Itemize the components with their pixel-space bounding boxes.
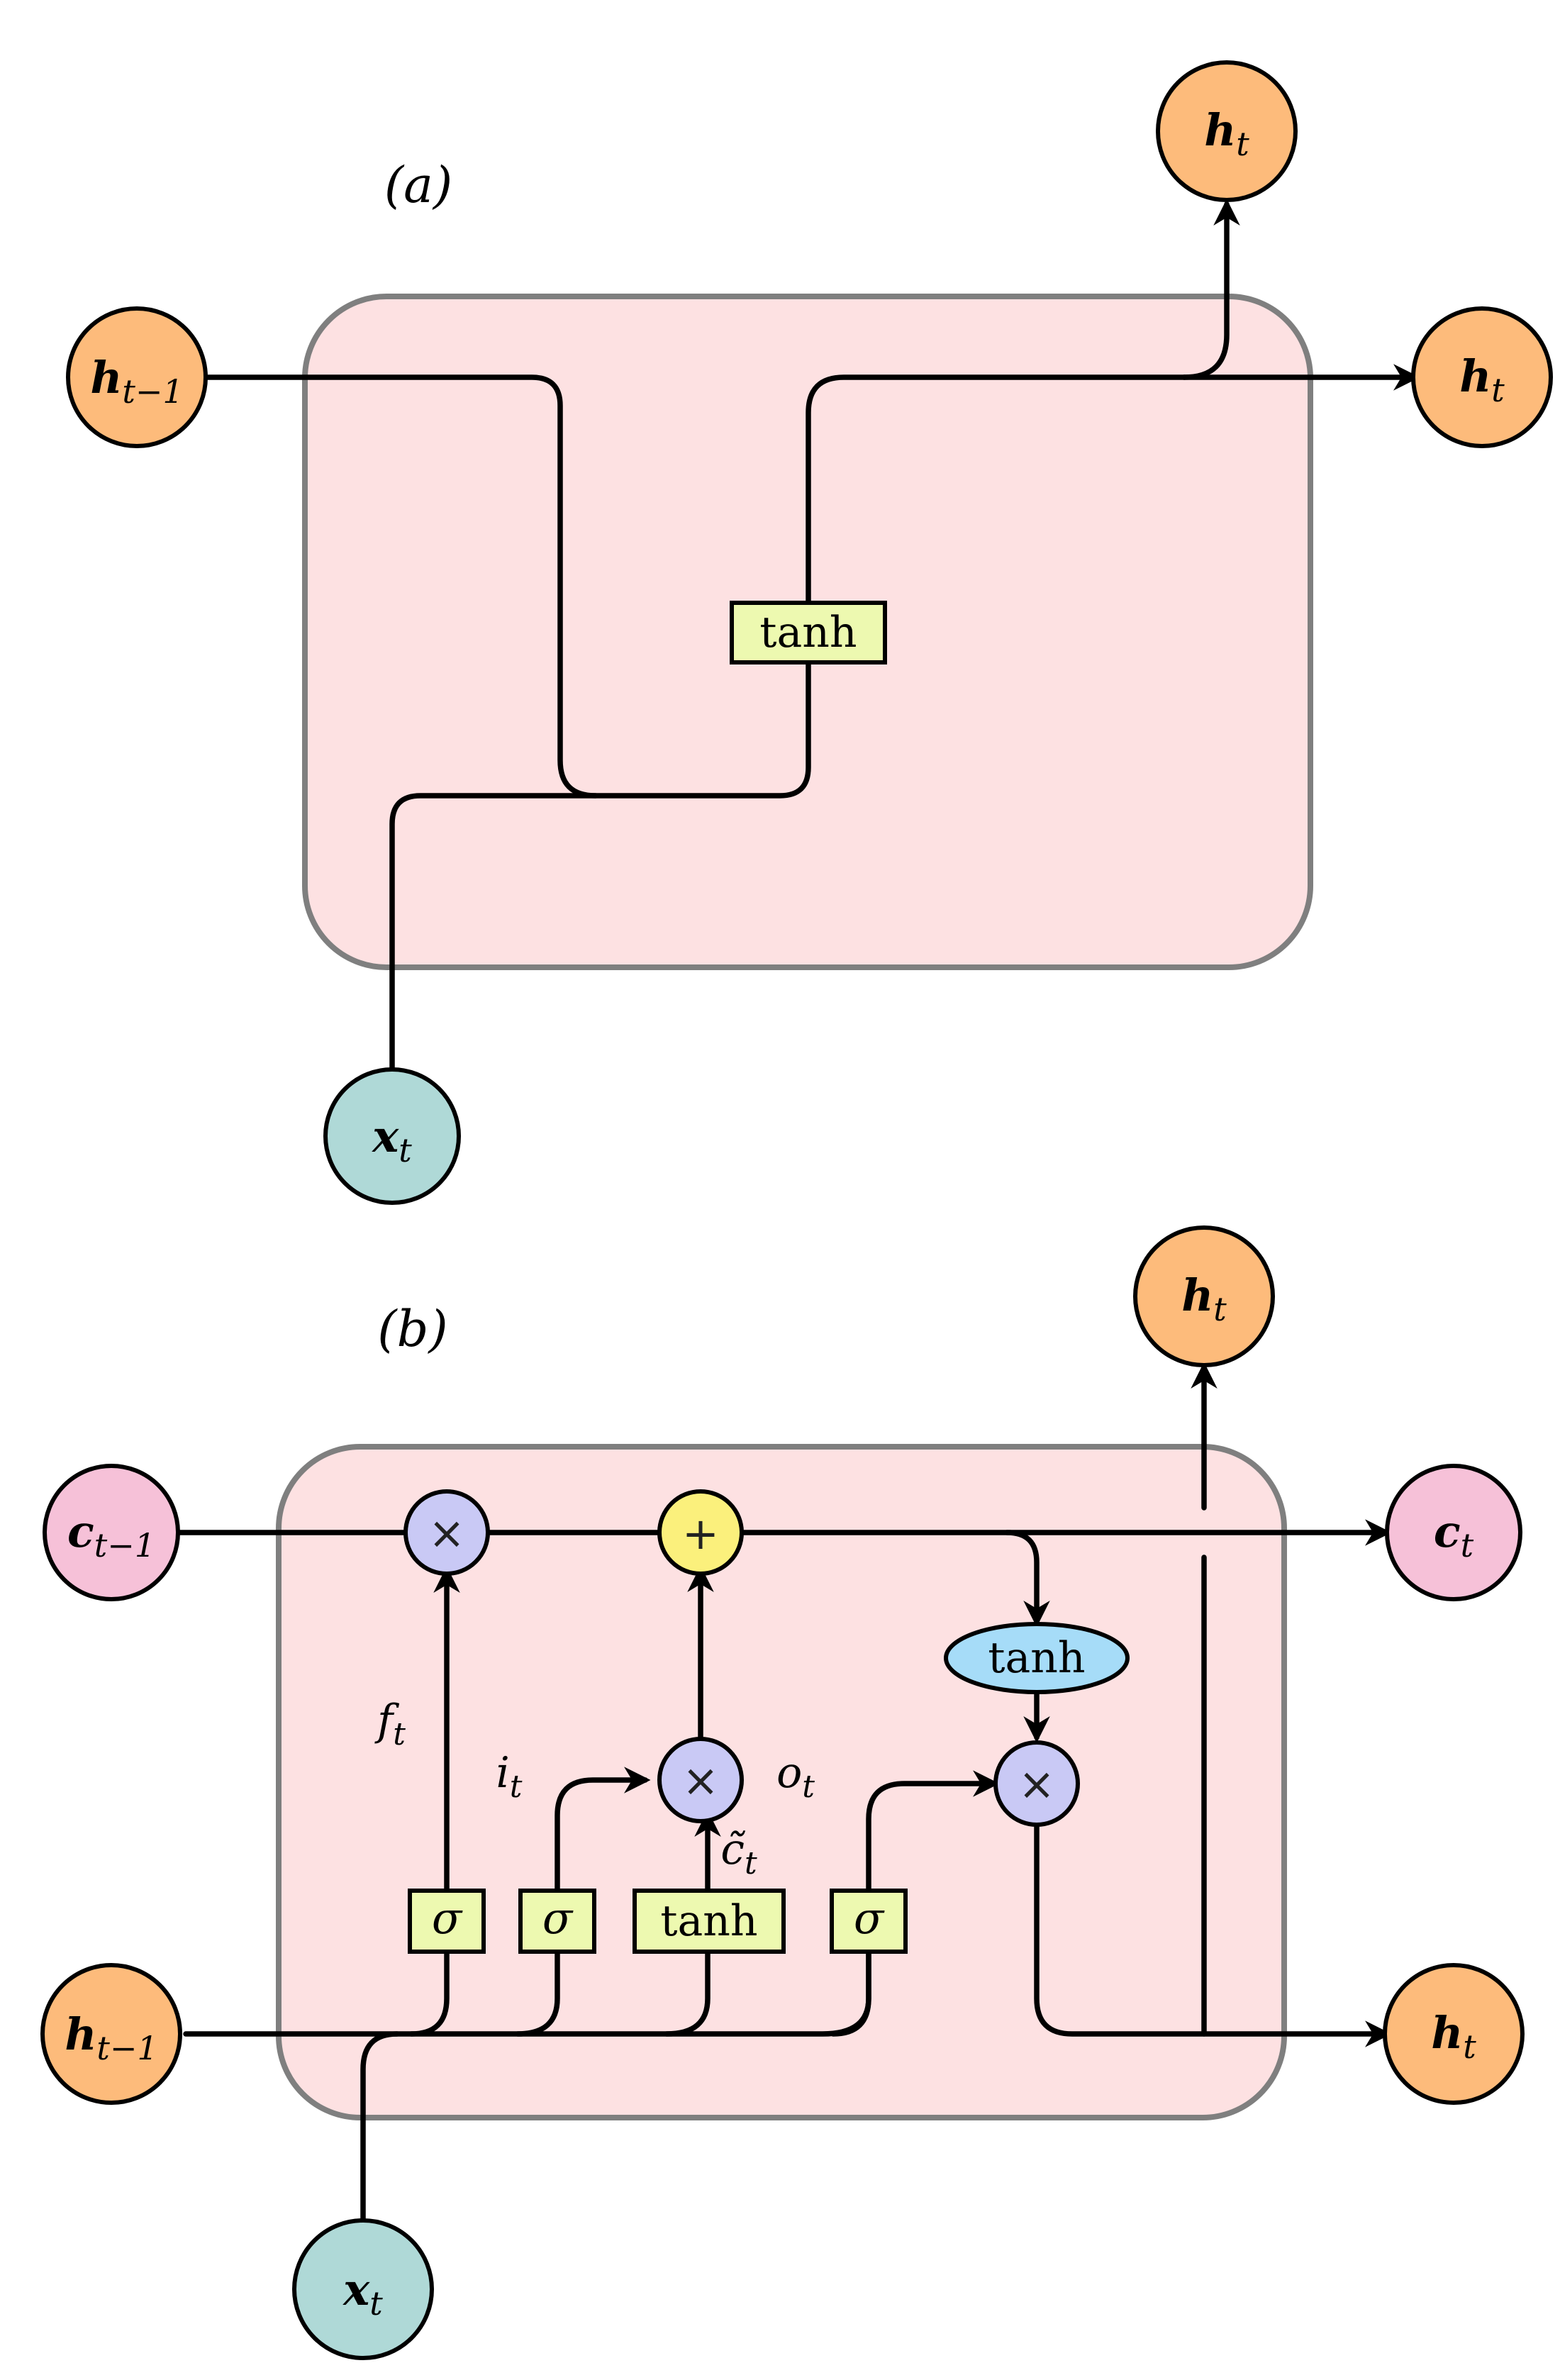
rnn-h-prev-node: ht−1 <box>66 306 208 448</box>
svg-text:ht: ht <box>1204 104 1249 163</box>
lstm-h-out-right-sub: t <box>1463 2028 1476 2066</box>
lstm-h-prev-base: h <box>65 2008 96 2060</box>
lstm-forget-multiply: × <box>403 1489 490 1576</box>
svg-text:xt: xt <box>342 2264 383 2323</box>
rnn-wire-output-up <box>1181 199 1240 380</box>
lstm-h-out-top-sub: t <box>1213 1290 1227 1328</box>
rnn-wire-tanh-out <box>806 374 1187 607</box>
candidate-sub: t <box>745 1845 757 1881</box>
input-gate-annotation: it <box>496 1748 523 1805</box>
cell-tanh-label: tanh <box>988 1633 1085 1683</box>
svg-text:ht−1: ht−1 <box>90 352 183 411</box>
lstm-add-op: + <box>657 1489 744 1576</box>
svg-text:ht−1: ht−1 <box>65 2008 157 2067</box>
lstm-c-out-node: ct <box>1385 1464 1522 1601</box>
rnn-h-out-top-node: ht <box>1156 60 1298 202</box>
lstm-h-out-top-base: h <box>1181 1269 1213 1321</box>
rnn-wire-x <box>389 658 811 1072</box>
input-base: i <box>496 1748 510 1798</box>
rnn-h-out-top-base: h <box>1204 104 1236 156</box>
rnn-x-node: xt <box>323 1067 461 1205</box>
lstm-h-out-top-node: ht <box>1133 1225 1275 1367</box>
forget-sub: t <box>393 1716 406 1752</box>
multiply-symbol: × <box>428 1507 465 1559</box>
lstm-input-multiply: × <box>657 1737 744 1823</box>
rnn-h-out-right-base: h <box>1459 350 1491 402</box>
panel-a-label: (a) <box>384 156 452 214</box>
rnn-h-prev-base: h <box>90 352 122 404</box>
svg-text:ht: ht <box>1181 1269 1227 1328</box>
lstm-wire-hidden-out <box>1034 1820 1392 2047</box>
rnn-x-sub: t <box>399 1131 412 1169</box>
candidate-annotation: c̃t <box>720 1825 757 1881</box>
lstm-c-prev-node: ct−1 <box>43 1464 180 1601</box>
svg-text:xt: xt <box>371 1111 412 1169</box>
svg-text:ct−1: ct−1 <box>67 1506 155 1564</box>
lstm-wire-x <box>360 2031 400 2223</box>
sigma-label: σ <box>542 1892 574 1944</box>
lstm-h-prev-node: ht−1 <box>40 1963 182 2105</box>
multiply-symbol: × <box>682 1755 719 1806</box>
rnn-h-out-right-sub: t <box>1491 371 1505 409</box>
lstm-h-prev-sub: t−1 <box>96 2029 157 2067</box>
panel-a: (a) tanh ht−1 xt ht ht <box>66 60 1553 1205</box>
panel-b-label: (b) <box>377 1300 447 1358</box>
output-base: o <box>776 1748 802 1798</box>
panel-b: (b) × + <box>40 1225 1525 2360</box>
lstm-wire-cell-to-tanh <box>1004 1530 1050 1628</box>
candidate-base: c̃ <box>720 1825 745 1874</box>
lstm-c-out-base: c <box>1434 1506 1461 1557</box>
lstm-wire-input <box>515 1780 645 2037</box>
rnn-h-out-right-node: ht <box>1411 306 1553 448</box>
sigma-label: σ <box>432 1892 463 1944</box>
lstm-wire-forget <box>408 1572 447 2037</box>
lstm-x-sub: t <box>369 2284 383 2323</box>
rnn-tanh-gate: tanh <box>730 601 887 664</box>
output-gate-annotation: ot <box>776 1748 815 1805</box>
output-sub: t <box>802 1769 815 1805</box>
lstm-candidate-gate: tanh <box>633 1889 786 1954</box>
lstm-output-gate: σ <box>830 1889 908 1954</box>
lstm-cell-tanh: tanh <box>944 1622 1130 1694</box>
rnn-tanh-label: tanh <box>759 608 857 657</box>
rnn-x-base: x <box>371 1111 399 1162</box>
input-sub: t <box>510 1769 523 1805</box>
lstm-input-gate: σ <box>518 1889 596 1954</box>
lstm-c-prev-sub: t−1 <box>94 1526 155 1564</box>
rnn-wire-h-prev <box>203 374 598 799</box>
svg-text:ct: ct <box>1434 1506 1474 1564</box>
lstm-forget-gate: σ <box>408 1889 486 1954</box>
lstm-wire-candidate <box>664 1815 708 2037</box>
lstm-c-out-sub: t <box>1461 1526 1474 1564</box>
multiply-symbol: × <box>1018 1758 1055 1810</box>
lstm-c-prev-base: c <box>67 1506 94 1557</box>
lstm-h-out-right-base: h <box>1431 2007 1463 2059</box>
lstm-output-multiply: × <box>993 1740 1080 1827</box>
svg-text:ht: ht <box>1459 350 1505 409</box>
svg-text:ht: ht <box>1431 2007 1476 2066</box>
sigma-label: σ <box>854 1892 885 1944</box>
lstm-h-out-right-node: ht <box>1383 1963 1525 2105</box>
rnn-h-prev-sub: t−1 <box>122 372 183 411</box>
lstm-x-base: x <box>342 2264 370 2315</box>
add-symbol: + <box>682 1508 719 1559</box>
lstm-wire-output-gate <box>830 1784 994 2037</box>
rnn-h-out-top-sub: t <box>1236 125 1249 163</box>
candidate-tanh-label: tanh <box>660 1896 757 1946</box>
lstm-x-node: xt <box>292 2218 434 2360</box>
